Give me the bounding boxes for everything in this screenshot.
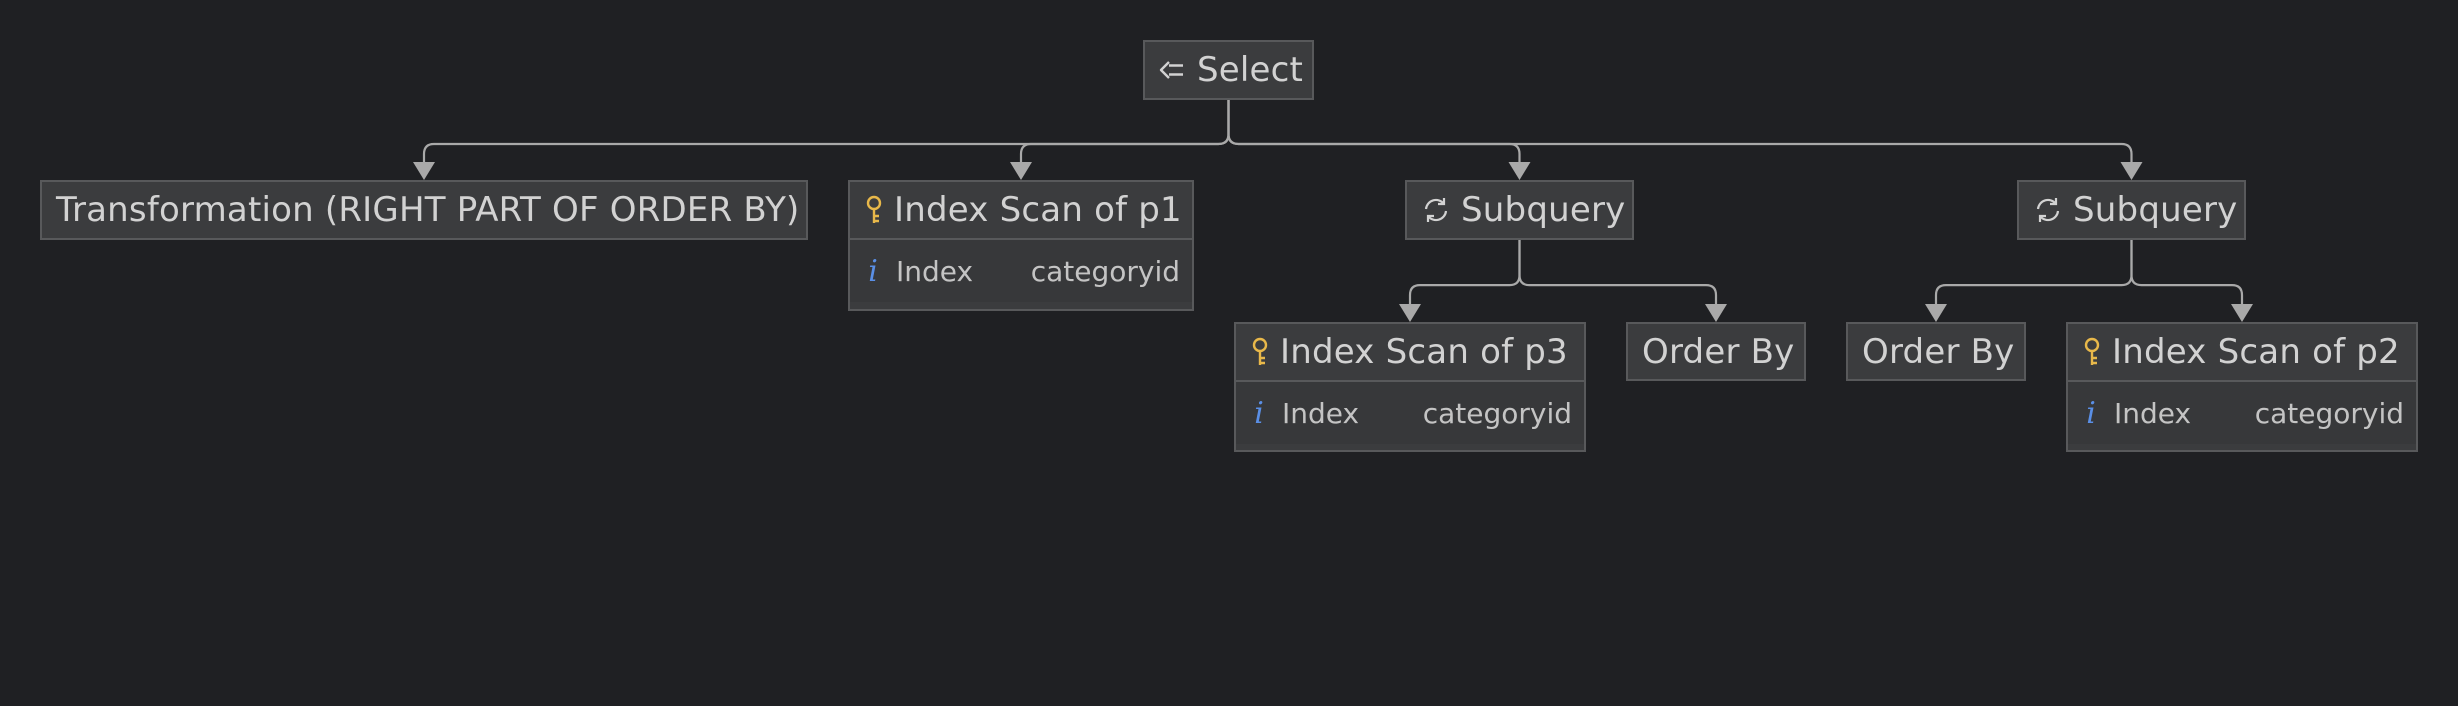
- info-icon: i: [2086, 395, 2096, 431]
- node-select[interactable]: Select: [1143, 40, 1314, 100]
- node-title: Index Scan of p1: [894, 190, 1182, 230]
- row-value: categoryid: [2254, 396, 2404, 430]
- node-title: Subquery: [2073, 190, 2238, 230]
- node-order-by-1[interactable]: Order By: [1626, 322, 1806, 381]
- arrowhead-subquery_2: [2120, 162, 2143, 180]
- arrow-left-icon: [1159, 59, 1187, 81]
- node-index-scan-p1[interactable]: Index Scan of p1 i Index categoryid: [848, 180, 1194, 311]
- row-key: Index: [896, 254, 974, 288]
- node-title: Select: [1197, 50, 1304, 90]
- node-title: Order By: [1862, 331, 2015, 372]
- refresh-icon: [2033, 195, 2063, 225]
- key-icon: [864, 195, 884, 225]
- arrowhead-subquery_1: [1508, 162, 1531, 180]
- arrowhead-order_by_1: [1705, 304, 1727, 322]
- row-value: categoryid: [1422, 396, 1572, 430]
- edge-subquery_2-to-order_by_2: [1934, 240, 2133, 308]
- row-key: Index: [1282, 396, 1360, 430]
- edge-subquery_2-to-scan_p2: [2130, 240, 2244, 308]
- node-index-scan-p3[interactable]: Index Scan of p3 i Index categoryid: [1234, 322, 1586, 452]
- edge-subquery_1-to-order_by_1: [1518, 240, 1718, 308]
- edge-select-to-subquery_2: [1227, 100, 2133, 166]
- edge-select-to-subquery_1: [1227, 100, 1521, 166]
- edge-subquery_1-to-scan_p3: [1408, 240, 1521, 308]
- index-row: i Index categoryid: [2068, 380, 2416, 444]
- refresh-icon: [1421, 195, 1451, 225]
- key-icon: [2082, 337, 2102, 367]
- node-title: Order By: [1642, 331, 1795, 372]
- key-icon: [1250, 337, 1270, 367]
- node-subquery-2[interactable]: Subquery: [2017, 180, 2246, 240]
- index-row: i Index categoryid: [1236, 380, 1584, 444]
- node-title: Index Scan of p3: [1280, 332, 1568, 372]
- node-transformation[interactable]: Transformation (RIGHT PART OF ORDER BY): [40, 180, 808, 240]
- info-icon: i: [1254, 395, 1264, 431]
- arrowhead-scan_p2: [2231, 304, 2253, 322]
- node-title: Index Scan of p2: [2112, 332, 2400, 372]
- node-index-scan-p2[interactable]: Index Scan of p2 i Index categoryid: [2066, 322, 2418, 452]
- node-order-by-2[interactable]: Order By: [1846, 322, 2026, 381]
- row-key: Index: [2114, 396, 2192, 430]
- info-icon: i: [868, 253, 878, 289]
- node-title: Transformation (RIGHT PART OF ORDER BY): [56, 190, 800, 230]
- edge-select-to-scan_p1: [1019, 100, 1230, 166]
- arrowhead-scan_p3: [1399, 304, 1421, 322]
- arrowhead-scan_p1: [1010, 162, 1032, 180]
- arrowhead-transformation: [413, 162, 435, 180]
- row-value: categoryid: [1030, 254, 1180, 288]
- node-subquery-1[interactable]: Subquery: [1405, 180, 1634, 240]
- arrowhead-order_by_2: [1925, 304, 1947, 322]
- index-row: i Index categoryid: [850, 238, 1192, 302]
- edge-select-to-transformation: [422, 100, 1230, 166]
- node-title: Subquery: [1461, 190, 1626, 230]
